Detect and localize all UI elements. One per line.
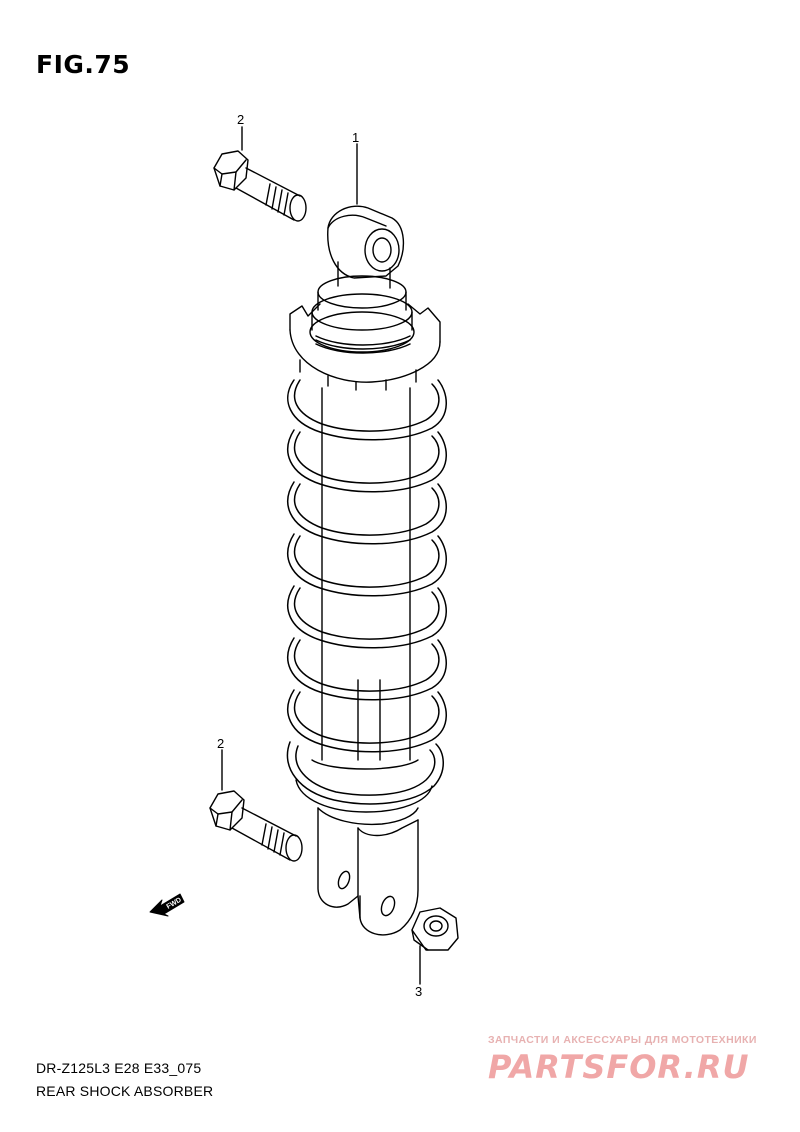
callout-1: 1 (352, 130, 360, 145)
lower-bolt (209, 790, 303, 862)
upper-bolt (213, 150, 307, 222)
callout-3: 3 (415, 984, 423, 999)
figure-title: FIG.75 (36, 50, 131, 79)
watermark-logo: PARTSFOR.RU (488, 1048, 750, 1086)
leader-lines (221, 126, 421, 985)
nut (411, 907, 459, 951)
fwd-arrow-icon (149, 893, 185, 917)
lower-spring-seat (295, 759, 433, 813)
upper-spring-seat (289, 275, 441, 391)
top-eye-mount (327, 205, 405, 289)
coil-spring (286, 379, 447, 805)
diagram-caption: REAR SHOCK ABSORBER (36, 1083, 214, 1099)
watermark-tagline: ЗАПЧАСТИ И АКСЕССУАРЫ ДЛЯ МОТОТЕХНИКИ (488, 1034, 757, 1046)
model-code: DR-Z125L3 E28 E33_075 (36, 1060, 202, 1076)
fwd-label: FWD (166, 897, 183, 911)
damper-body (321, 387, 411, 761)
callout-2-lower: 2 (217, 736, 225, 751)
lower-clevis (317, 807, 419, 936)
callout-2-upper: 2 (237, 112, 245, 127)
